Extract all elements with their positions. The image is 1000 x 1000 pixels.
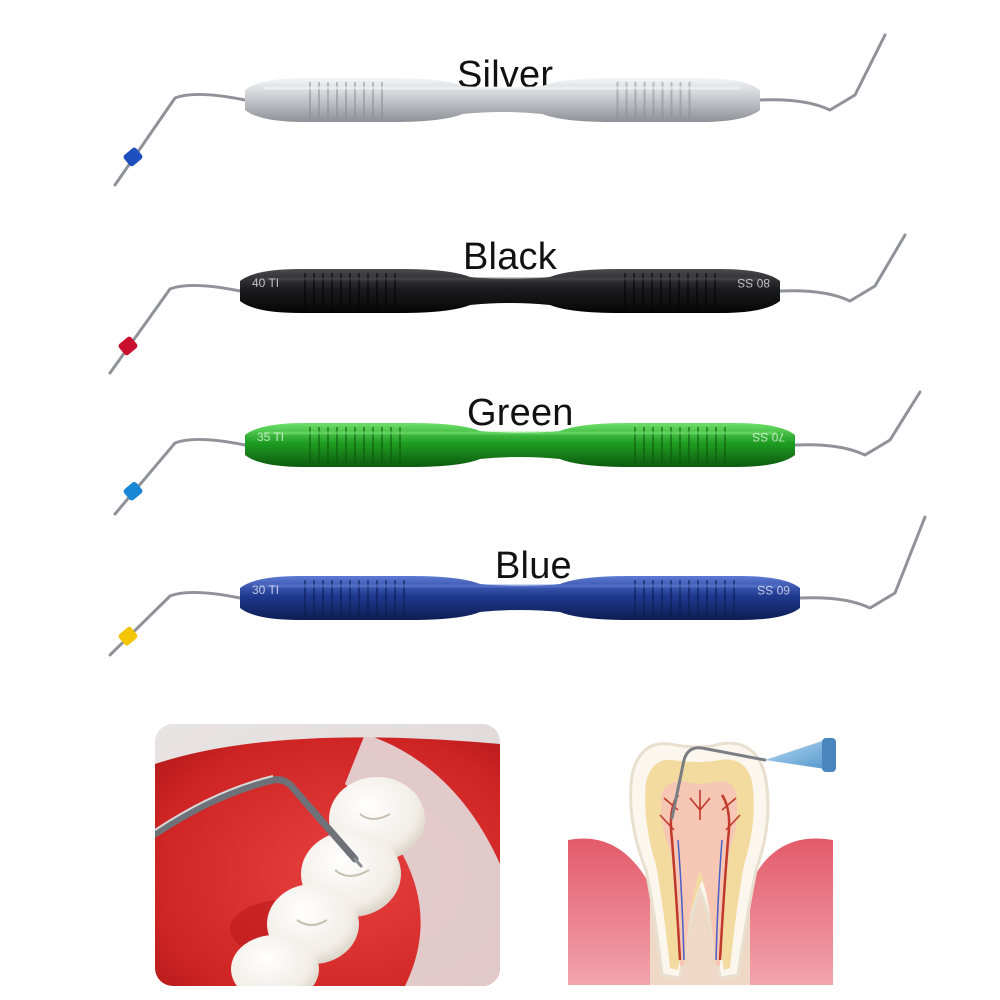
rubber-stopper [123, 481, 143, 501]
rubber-stopper [118, 336, 138, 356]
dental-model-photo [155, 724, 500, 986]
tool-left-shank [108, 283, 242, 375]
handle-marking-right: 70 SS [752, 430, 785, 444]
tool-right-shank [798, 515, 927, 610]
tool-right-shank [793, 390, 922, 457]
handle-marking-left: 30 TI [252, 583, 279, 597]
tool-handle [245, 78, 760, 122]
tool-left-shank [113, 437, 247, 516]
handle-marking-left: 35 TI [257, 430, 284, 444]
tool-handle [240, 269, 780, 313]
tool-label-black: Black [463, 236, 557, 278]
tool-label-green: Green [467, 392, 574, 434]
tool-right-shank [778, 233, 907, 303]
tool-blue-illustration: 30 TI 60 SS [108, 515, 927, 657]
rubber-stopper [118, 626, 138, 646]
tooth-cross-section-diagram [560, 720, 845, 990]
handle-marking-right: 60 SS [757, 583, 790, 597]
tool-green-illustration: 35 TI 70 SS [113, 390, 922, 516]
tool-right-shank [758, 33, 887, 112]
tool-left-shank [113, 92, 247, 187]
tool-black-illustration: 40 TI 80 SS [108, 233, 907, 375]
rubber-stopper [123, 147, 143, 167]
dental-model-illustration [155, 724, 500, 986]
tooth-diagram-illustration [568, 738, 836, 985]
handle-marking-right: 80 SS [737, 276, 770, 290]
tool-left-shank [108, 590, 242, 657]
handle-marking-left: 40 TI [252, 276, 279, 290]
tool-silver-illustration [113, 33, 887, 187]
tool-label-blue: Blue [495, 545, 572, 587]
